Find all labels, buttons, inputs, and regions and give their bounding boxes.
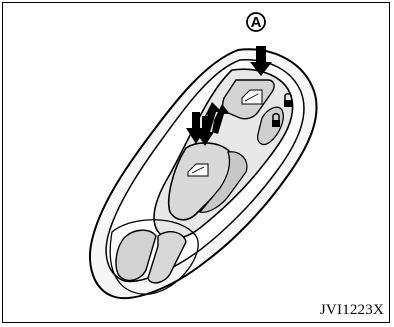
figure-id: JVI1223X — [320, 302, 384, 319]
callout-A: A — [247, 13, 265, 31]
callout-A-label: A — [251, 14, 262, 31]
